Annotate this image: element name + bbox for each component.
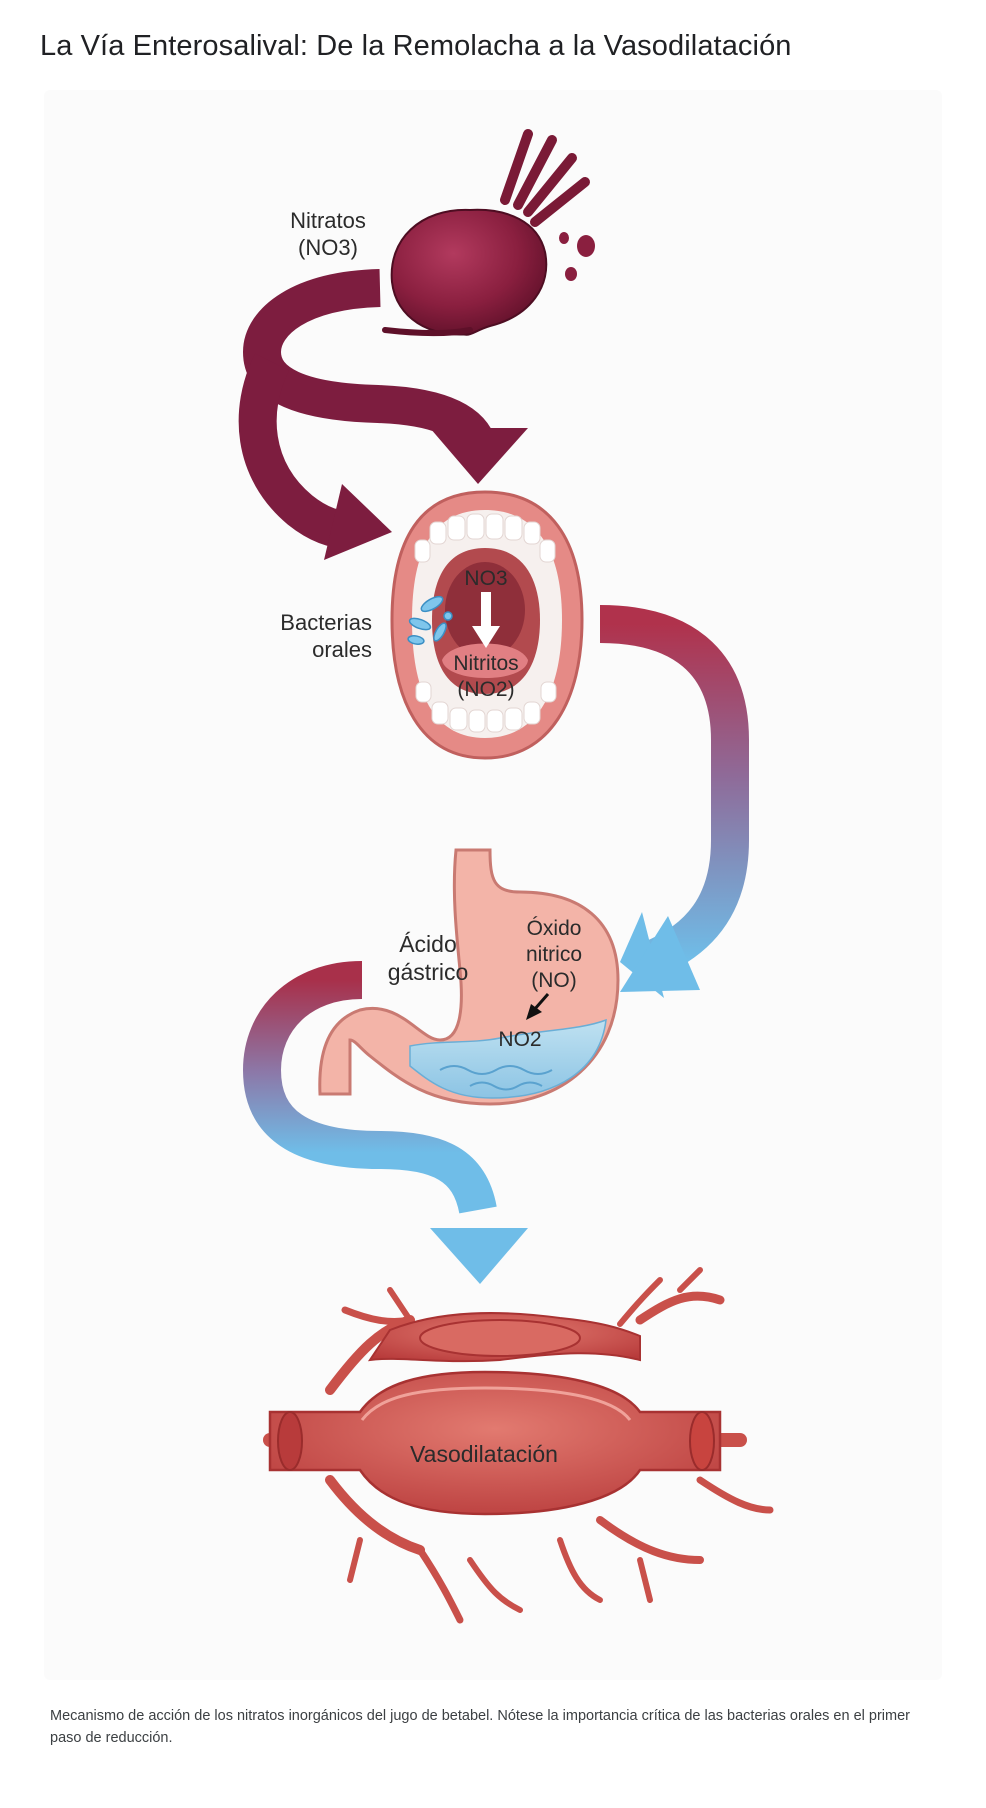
- label-nitratos-line1: Nitratos: [290, 208, 366, 233]
- label-oxido-line2: nitrico: [526, 943, 582, 966]
- blood-vessel-icon: [263, 1267, 774, 1624]
- bacteria-icon: [407, 595, 453, 645]
- label-oxido-line1: Óxido: [527, 917, 582, 940]
- mouth-to-stomach-arrow: [599, 605, 749, 998]
- label-vasodilatacion: Vasodilatación: [410, 1441, 558, 1467]
- label-stomach-no2: NO2: [498, 1028, 541, 1051]
- label-nitritos-line2: (NO2): [457, 678, 514, 701]
- label-mouth-no3: NO3: [464, 567, 507, 590]
- label-acido-line2: gástrico: [388, 959, 469, 985]
- label-nitritos-line1: Nitritos: [453, 652, 518, 675]
- label-acido-line1: Ácido: [399, 931, 457, 957]
- stomach-to-vessel-arrow: [242, 961, 528, 1284]
- label-bacterias-line2: orales: [312, 637, 372, 662]
- page-title: La Vía Enterosalival: De la Remolacha a …: [40, 30, 792, 62]
- label-bacterias-line1: Bacterias: [280, 610, 372, 635]
- stomach-icon: [318, 848, 620, 1106]
- figure-caption: Mecanismo de acción de los nitratos inor…: [50, 1708, 910, 1746]
- no3-to-no2-arrow: [472, 592, 500, 648]
- beetroot-icon: [382, 129, 595, 336]
- label-oxido-line3: (NO): [531, 969, 577, 992]
- beet-to-mouth-arrows: [238, 269, 528, 560]
- label-nitratos-line2: (NO3): [298, 235, 358, 260]
